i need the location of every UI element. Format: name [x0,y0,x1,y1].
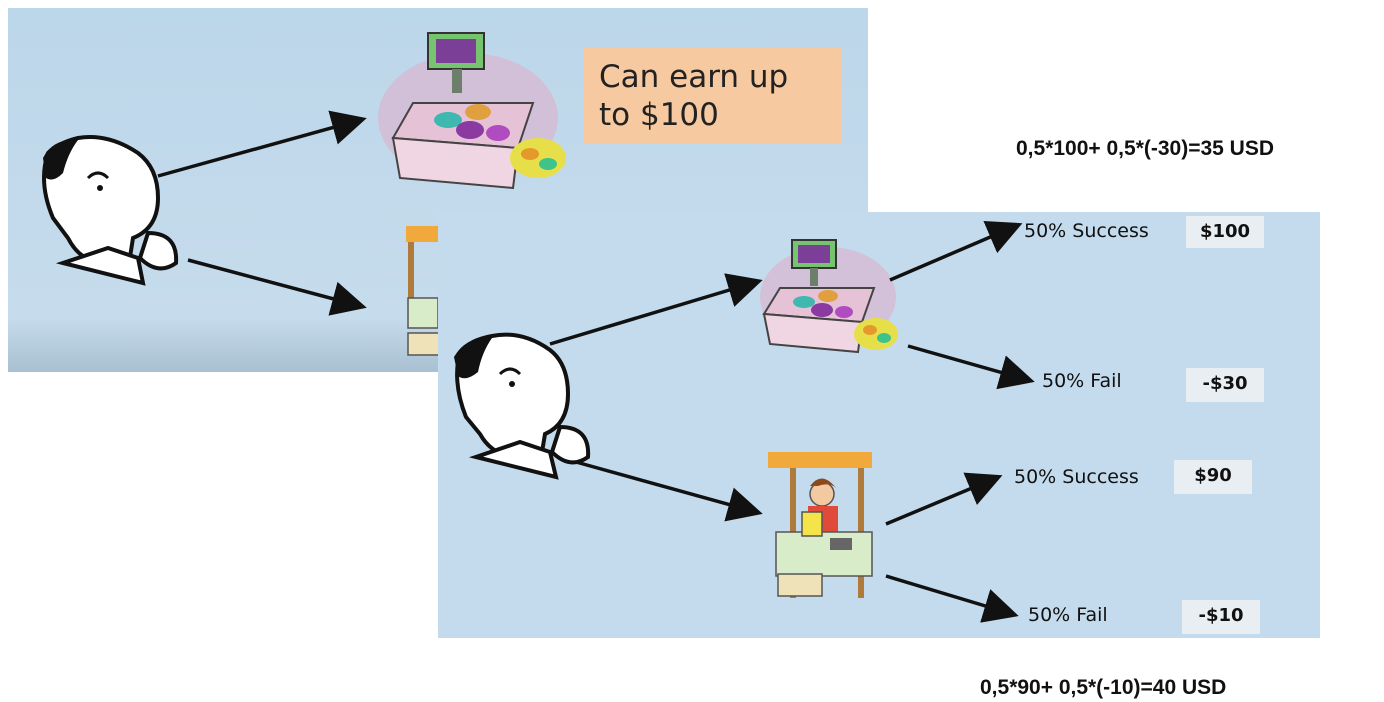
lemonade-stand-icon [406,226,449,356]
candy-fail-label: 50% Fail [1042,370,1122,392]
arrow-to-lemonade [187,258,367,316]
lemonade-success-label: 50% Success [1014,466,1139,488]
front-panel-drawing [454,220,1035,623]
arrow-to-candy [549,273,763,346]
candy-success-value: $100 [1186,216,1264,248]
thinking-man-icon [454,332,591,480]
candy-scale-icon [378,32,566,190]
arrow-to-candy [157,110,367,178]
candy-fail-value: -$30 [1186,368,1264,402]
arrow-to-lemonade [575,460,763,522]
arrow-lemonade-fail [885,574,1019,623]
lemonade-success-value: $90 [1174,460,1252,494]
lemonade-fail-label: 50% Fail [1028,604,1108,626]
expected-value-lemonade-formula: 0,5*90+ 0,5*(-10)=40 USD [980,676,1227,699]
arrow-candy-success [889,220,1023,282]
thinking-man-icon [42,135,179,286]
candy-scale-icon [760,239,898,354]
lemonade-stand-icon [768,452,873,598]
back-panel-drawing [42,32,566,356]
arrow-lemonade-success [885,472,1003,526]
lemonade-fail-value: -$10 [1182,600,1260,634]
front-slide-panel: 50% Success $100 50% Fail -$30 50% Succe… [438,212,1320,638]
candy-success-label: 50% Success [1024,220,1149,242]
earnings-callout: Can earn up to $100 [583,48,841,144]
arrow-candy-fail [907,344,1035,390]
expected-value-candy-formula: 0,5*100+ 0,5*(-30)=35 USD [1016,137,1274,160]
